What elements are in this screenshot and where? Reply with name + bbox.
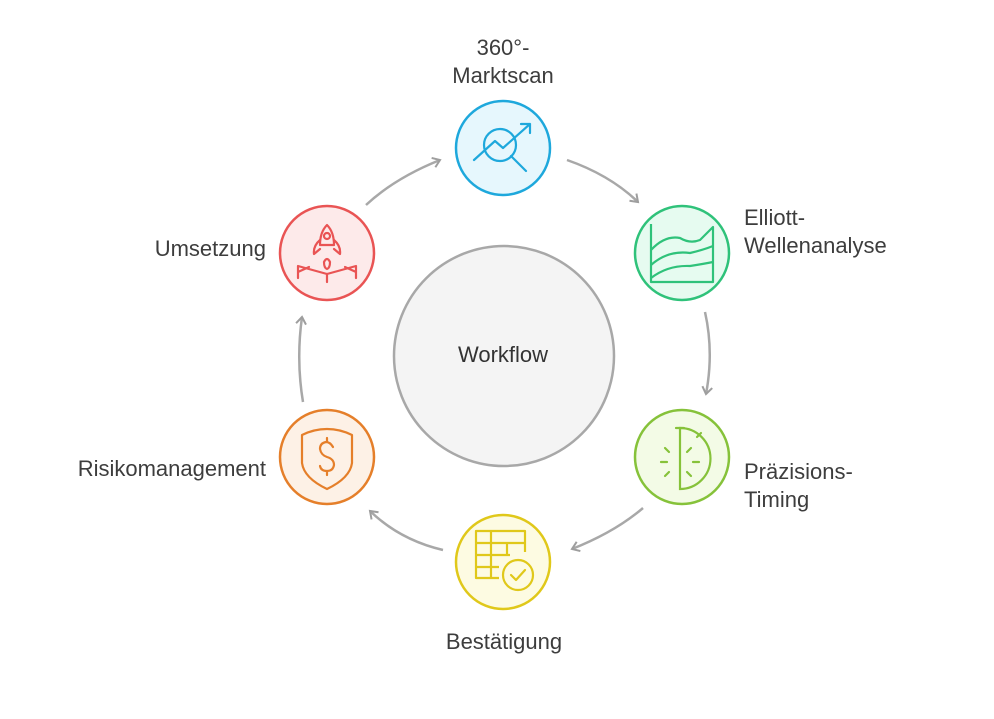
step-timing [633,408,731,506]
step-label-marktscan: 360°- Marktscan [443,34,563,90]
step-elliott [633,204,731,302]
step-label-timing: Präzisions- Timing [744,458,853,514]
label-line: Präzisions- [744,459,853,484]
shield-dollar-icon [300,427,354,491]
label-line: 360°- [476,35,530,60]
step-label-umsetzung: Umsetzung [154,236,266,261]
label-line: Timing [744,487,810,512]
rocket-launch-icon [296,223,358,284]
arrow-5 [295,315,307,403]
step-umsetzung [278,204,376,302]
stopwatch-icon [659,426,712,491]
step-label-risiko: Risikomanagement [77,456,266,481]
step-label-elliott: Elliott- Wellenanalyse [744,204,887,260]
step-label-bestaetigung: Bestätigung [445,629,563,654]
arrow-4 [368,509,444,552]
label-line: Wellenanalyse [744,233,887,258]
area-chart-icon [649,224,715,284]
label-line: Elliott- [744,205,806,230]
center-label: Workflow [457,342,549,367]
arrow-2 [701,311,713,396]
table-check-icon [474,529,535,592]
step-marktscan [454,99,552,197]
step-risiko [278,408,376,506]
arrow-6 [365,156,442,206]
center-circle [392,244,616,468]
label-line: Marktscan [452,63,554,88]
step-bestaetigung [454,513,552,611]
market-scan-icon [472,122,532,173]
arrow-3 [570,507,644,553]
arrow-1 [566,158,640,204]
